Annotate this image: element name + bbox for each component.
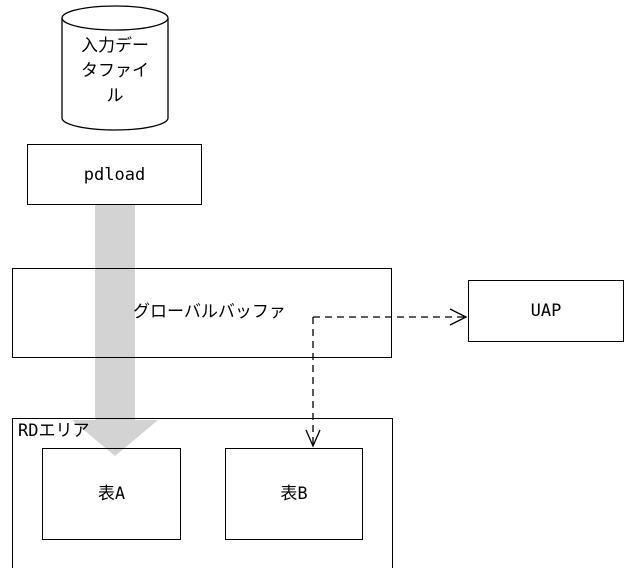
load-flow-arrow — [72, 205, 158, 456]
table-a-box: 表A — [42, 448, 181, 540]
pdload-label: pdload — [83, 164, 146, 185]
global-buffer-box: グローバルバッファ — [12, 268, 392, 358]
uap-label: UAP — [530, 301, 562, 321]
dashed-arrow-to-uap — [313, 308, 468, 326]
table-b-box: 表B — [225, 448, 363, 540]
global-buffer-label: グローバルバッファ — [133, 302, 286, 322]
input-data-file-label: 入力デー タファイ ル — [81, 36, 149, 106]
uap-box: UAP — [468, 280, 624, 342]
table-a-label: 表A — [97, 484, 126, 504]
table-b-label: 表B — [280, 484, 308, 504]
pdload-box: pdload — [27, 144, 202, 205]
rd-area-label: RDエリア — [18, 421, 90, 441]
rd-area-box: RDエリア — [12, 418, 393, 568]
input-data-file-cylinder — [61, 5, 169, 131]
dashed-arrow-to-table-b — [305, 317, 321, 448]
